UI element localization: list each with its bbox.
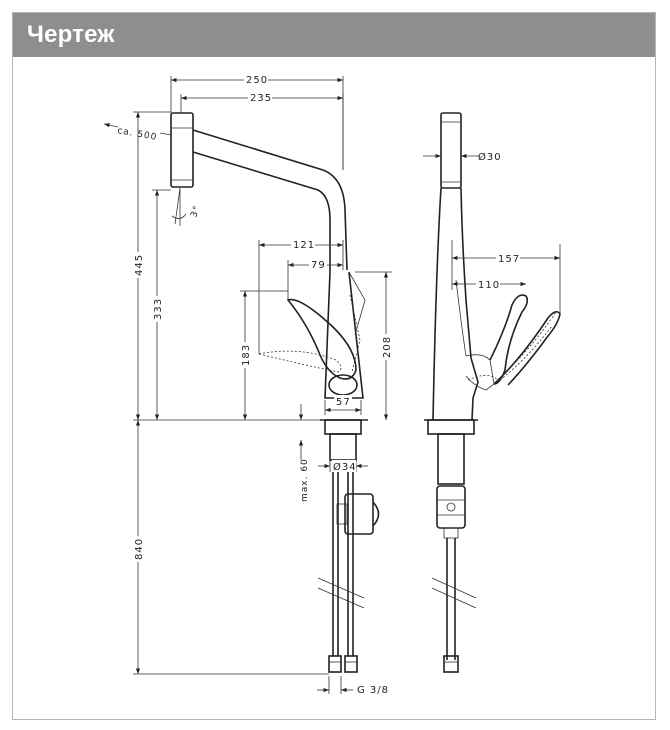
hose-fitting-front xyxy=(443,655,459,673)
mount-base xyxy=(324,419,362,435)
section-title: Чертеж xyxy=(27,21,115,48)
section-header: Чертеж xyxy=(13,13,655,57)
mount-shank-front xyxy=(437,433,465,485)
spout-arm-top xyxy=(192,129,348,271)
dim-g-3-8: G 3/8 xyxy=(357,685,389,696)
dim-max-60: max. 60 xyxy=(300,458,310,502)
hose-fitting-right xyxy=(344,655,358,673)
valve-box xyxy=(344,493,374,535)
dim-235: 235 xyxy=(250,93,272,104)
mount-base-front xyxy=(427,419,475,435)
front-spout xyxy=(432,187,472,421)
dim-79: 79 xyxy=(311,260,326,271)
dim-ca-500: ca. 500 xyxy=(116,126,157,143)
dimension-labels: 250 235 ca. 500 3° 445 333 840 121 79 18… xyxy=(116,73,520,696)
dim-diameter-34: Ø34 xyxy=(333,461,357,473)
dim-157: 157 xyxy=(498,254,520,265)
dim-diameter-30: Ø30 xyxy=(478,151,502,163)
dim-183: 183 xyxy=(241,344,252,366)
hose-fitting-left xyxy=(328,655,342,673)
drawing-frame: Чертеж xyxy=(12,12,656,720)
spray-head xyxy=(170,112,194,188)
dim-445: 445 xyxy=(134,254,145,276)
dim-333: 333 xyxy=(153,298,164,320)
lever-handle xyxy=(286,298,357,380)
lever-hinge xyxy=(348,271,366,336)
spout-arm-bottom xyxy=(192,151,331,272)
spray-head-front xyxy=(440,112,462,189)
side-view xyxy=(103,76,392,694)
dim-840: 840 xyxy=(134,538,145,560)
lever-swing-path xyxy=(349,294,361,373)
mount-shank xyxy=(329,433,357,461)
front-view xyxy=(423,112,561,673)
lever-open-position xyxy=(258,350,342,373)
dim-angle-3: 3° xyxy=(189,204,203,219)
lever-front xyxy=(489,294,529,385)
dim-208: 208 xyxy=(382,336,393,358)
front-body xyxy=(470,357,479,421)
valve-box-front xyxy=(436,485,466,529)
dim-121: 121 xyxy=(293,240,315,251)
dim-57: 57 xyxy=(336,397,351,408)
dim-110: 110 xyxy=(478,280,500,291)
dim-250: 250 xyxy=(246,75,268,86)
